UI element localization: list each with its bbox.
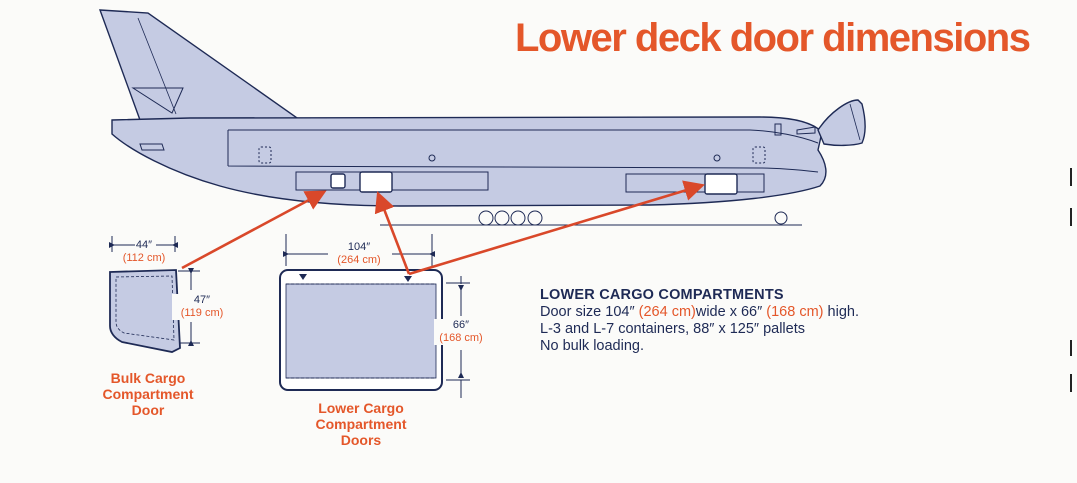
fuselage-aft-cargo-door — [704, 173, 738, 195]
lower-width-in: 104″ — [347, 241, 371, 253]
tail-fin — [98, 9, 303, 121]
bulk-height-label: 47″ (119 cm) — [172, 294, 232, 320]
lower-height-in: 66″ — [452, 319, 470, 331]
spec-heading: LOWER CARGO COMPARTMENTS — [540, 287, 784, 303]
landing-gear — [478, 210, 788, 226]
bulk-door-shape — [109, 269, 181, 353]
fuselage-fwd-cargo-door — [359, 171, 393, 193]
lower-width-label: 104″ (264 cm) — [328, 241, 390, 267]
lower-height-cm: (168 cm) — [439, 332, 483, 344]
cargo-spec-block: LOWER CARGO COMPARTMENTS Door size 104″ … — [540, 287, 859, 355]
spec-door-width-cm: (264 cm) — [638, 304, 696, 320]
bulk-caption-line-2: Compartment — [102, 386, 194, 402]
fuselage-bulk-door — [330, 173, 346, 189]
spec-line-containers: L-3 and L-7 containers, 88″ x 125″ palle… — [540, 321, 805, 337]
bulk-width-label: 44″ (112 cm) — [116, 239, 172, 265]
lower-caption-line-1: Lower Cargo — [318, 400, 404, 416]
lower-height-label: 66″ (168 cm) — [434, 319, 488, 345]
spec-door-height-cm: (168 cm) — [766, 304, 824, 320]
bulk-width-in: 44″ — [135, 239, 153, 251]
lower-door-detail — [279, 234, 470, 398]
bulk-caption-line-1: Bulk Cargo — [110, 370, 186, 386]
spec-door-width-in: Door size 104″ — [540, 304, 639, 320]
page-title: Lower deck door dimensions — [515, 16, 1031, 60]
spec-line-door-size: Door size 104″ (264 cm)wide x 66″ (168 c… — [540, 304, 859, 321]
spec-high: high. — [823, 304, 859, 320]
bulk-caption-line-3: Door — [131, 402, 165, 418]
lower-caption-line-2: Compartment — [315, 416, 407, 432]
nose-cone — [817, 99, 866, 147]
bulk-height-cm: (119 cm) — [180, 307, 224, 319]
bulk-door-detail — [109, 236, 200, 353]
bulk-door-caption: Bulk Cargo Compartment Door — [88, 370, 208, 418]
bulk-height-in: 47″ — [193, 294, 211, 306]
spec-line-bulk: No bulk loading. — [540, 338, 644, 354]
lower-width-cm: (264 cm) — [337, 254, 381, 266]
lower-caption-line-3: Doors — [340, 432, 382, 448]
lower-doors-caption: Lower Cargo Compartment Doors — [297, 400, 425, 448]
bulk-width-cm: (112 cm) — [122, 252, 166, 264]
pointer-arrows — [181, 180, 705, 276]
spec-door-height-in: wide x 66″ — [695, 304, 767, 320]
